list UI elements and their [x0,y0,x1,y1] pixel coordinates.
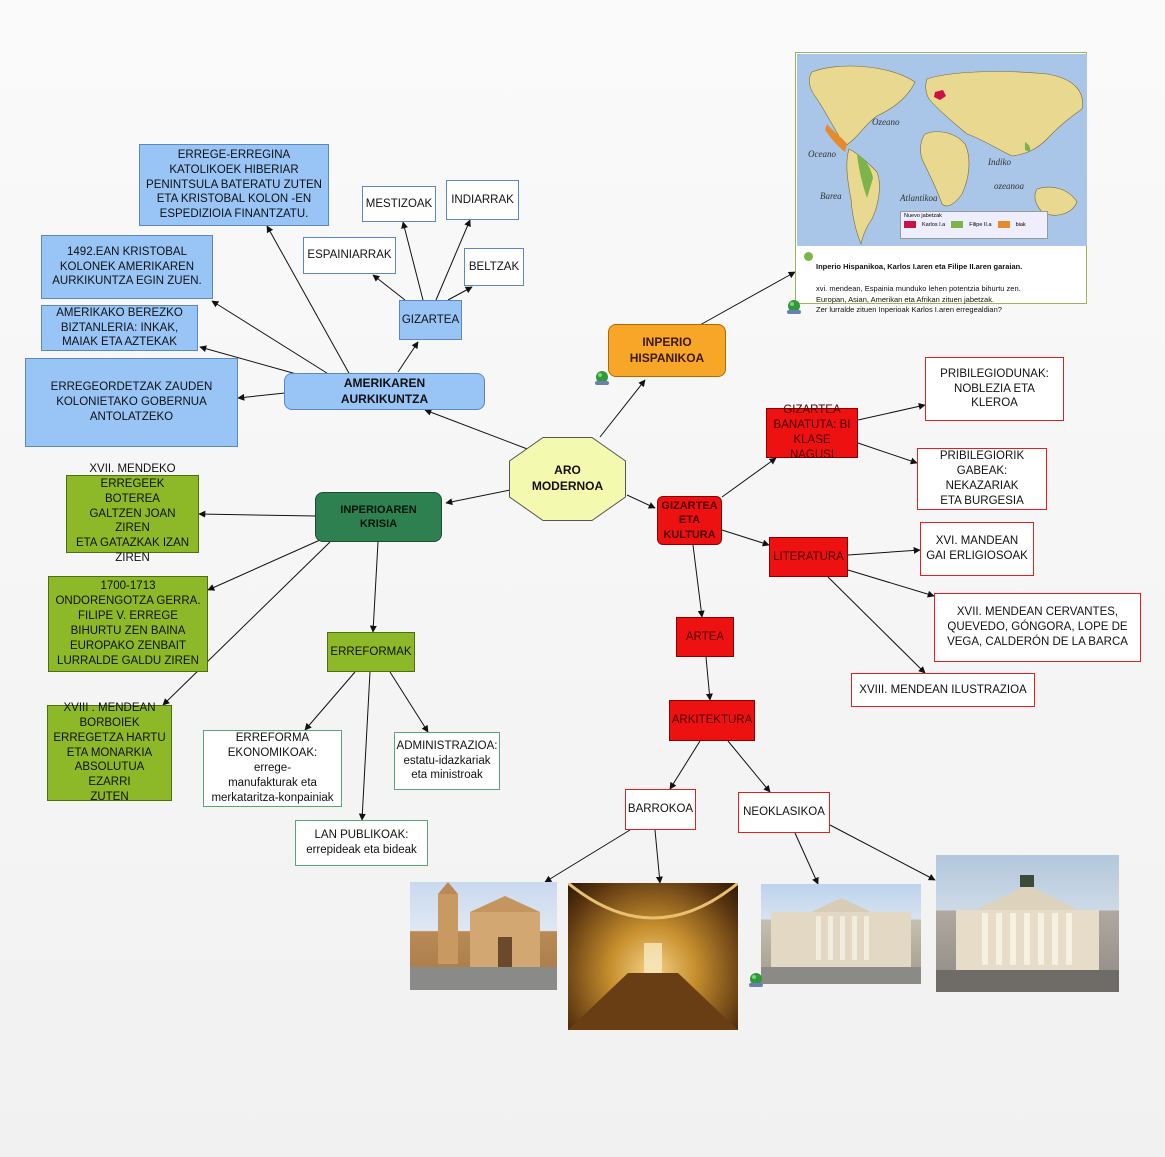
node-erregeordetzak[interactable]: ERREGEORDETZAK ZAUDEN KOLONIETAKO GOBERN… [25,358,238,447]
edge-erreformak-ekonomikoak [304,671,356,731]
edge-arkitektura-barrokoa [669,740,701,790]
edge-amerika-kolon [211,300,331,376]
node-xvi-mandean[interactable]: XVI. MANDEAN GAI ERLIGIOSOAK [920,522,1034,576]
edge-gizartea-indiarrak [435,219,471,301]
edge-arkitektura-neoklasikoa [727,740,771,793]
photo-barroko-cathedral[interactable] [410,882,557,990]
edge-kultura-literatura [721,529,770,547]
node-barrokoa[interactable]: BARROKOA [625,789,696,830]
node-biztanleria[interactable]: AMERIKAKO BEREZKO BIZTANLERIA: INKAK, MA… [41,305,198,351]
node-erreformak[interactable]: ERREFORMAK [327,632,415,672]
node-erreforma-ekonomikoak[interactable]: ERREFORMA EKONOMIKOAK: errege- manufaktu… [203,730,342,807]
node-xviii-ilustrazioa[interactable]: XVIII. MENDEAN ILUSTRAZIOA [851,673,1035,707]
center-node-aro-modernoa[interactable]: ARO MODERNOA [509,437,626,521]
edge-center-krisia [445,489,511,506]
edge-kultura-banatuta [721,457,777,498]
node-xvii-mendeko[interactable]: XVII. MENDEKO ERREGEEK BOTEREA GALTZEN J… [66,463,199,564]
edge-center-kultura [626,494,656,509]
edge-gizartea-mestizoak [401,221,424,301]
node-inperio-hispanikoa[interactable]: INPERIO HISPANIKOA [608,324,726,377]
map-legend-title: Nuevo jabetzak [904,213,942,219]
node-borboiak[interactable]: XVIII . MENDEAN BORBOIEK ERREGETZA HARTU… [47,702,172,803]
edge-neoklasikoa-photo4 [829,824,936,881]
cathedral-icon [410,882,557,990]
photo-barroko-interior[interactable] [568,883,738,1030]
edge-erreformak-administrazioa [389,671,429,733]
node-gizartea-amerika[interactable]: GIZARTEA [399,300,462,340]
node-neoklasikoa[interactable]: NEOKLASIKOA [738,792,830,833]
legend-item-1: Karlos I.a [922,221,946,228]
edge-banatuta-pribilegiodunak [857,402,926,421]
node-arkitektura[interactable]: ARKITEKTURA [669,700,755,741]
node-literatura[interactable]: LITERATURA [769,537,848,577]
edge-kultura-artea [692,544,705,618]
node-beltzak[interactable]: BELTZAK [464,248,524,286]
node-artea[interactable]: ARTEA [676,617,734,657]
legend-item-2: Filipe II.a [969,221,992,228]
edge-banatuta-pribilegiorik [857,442,918,465]
photo-neoklasiko-building[interactable] [761,884,921,984]
edge-gizartea-espainiarrak [372,274,406,301]
node-espainiarrak[interactable]: ESPAINIARRAK [303,237,396,274]
edge-neoklasikoa-photo3 [794,832,819,885]
edge-krisia-erreformak [369,541,379,633]
edge-gizartea-beltzak [447,286,473,301]
node-pribilegiodunak[interactable]: PRIBILEGIODUNAK: NOBLEZIA ETA KLEROA [925,357,1064,421]
edge-erreformak-publikoak [358,671,371,821]
edge-literatura-xviii [827,576,926,674]
node-administrazioa[interactable]: ADMINISTRAZIOA: estatu-idazkariak eta mi… [394,732,500,790]
edge-amerika-erregeak [266,225,351,376]
photo-neoklasiko-theatre[interactable] [936,855,1119,992]
map-legend: Nuevo jabetzak Karlos I.a Filipe II.a bi… [900,211,1048,239]
node-mestizoak[interactable]: MESTIZOAK [362,186,436,222]
node-ondorengotza-gerra[interactable]: 1700-1713 ONDORENGOTZA GERRA. FILIPE V. … [48,576,208,672]
node-inperioaren-krisia[interactable]: INPERIOAREN KRISIA [315,492,442,542]
map-label-ozeano-n: Ozeano [872,117,900,127]
map-caption: Inperio Hispanikoa, Karlos I.aren eta Fi… [816,251,1082,327]
edge-amerika-gizartea [397,341,419,373]
edge-amerika-erregeordetzak [237,392,286,401]
edge-krisia-ondorengotza [207,539,321,591]
map-label-ozeanoa-e: ozeanoa [994,181,1024,191]
edge-barrokoa-photo1 [544,829,631,883]
edge-inperio-map [699,271,796,326]
node-gizartea-eta-kultura[interactable]: GIZARTEA ETA KULTURA [657,496,722,545]
edge-amerika-biztanleria [199,345,301,376]
node-pribilegiorik-gabeak[interactable]: PRIBILEGIORIK GABEAK: NEKAZARIAK ETA BUR… [917,448,1047,510]
node-indiarrak[interactable]: INDIARRAK [446,180,519,220]
node-gizartea-banatuta[interactable]: GIZARTEA BANATUTA: BI KLASE NAGUSI [766,404,858,461]
inperio-map-figure[interactable]: Ozeano Oceano Barea Atlantikoa Indiko oz… [795,52,1087,314]
node-lan-publikoak[interactable]: LAN PUBLIKOAK: errepideak eta bideak [295,820,428,866]
map-caption-body: xvi. mendean, Espainia munduko lehen pot… [816,283,1021,315]
node-amerikaren-aurkikuntza[interactable]: AMERIKAREN AURKIKUNTZA [284,373,485,410]
edge-krisia-xvii [198,510,316,518]
node-xvii-mendean-cervantes[interactable]: XVII. MENDEAN CERVANTES, QUEVEDO, GÓNGOR… [934,593,1141,662]
edge-krisia-borboiak [162,541,331,706]
edge-literatura-xvii [847,569,935,598]
legend-item-3: biak [1015,221,1026,228]
edge-literatura-xvi [847,546,921,556]
map-label-atlantikoa: Atlantikoa [900,193,938,203]
map-label-barea: Barea [820,191,842,201]
node-kristobal-kolon[interactable]: 1492.EAN KRISTOBAL KOLONEK AMERIKAREN AU… [41,235,213,299]
map-caption-icon [804,252,813,261]
edge-center-inperio [599,379,646,438]
edge-center-amerika [424,408,531,451]
map-caption-title: Inperio Hispanikoa, Karlos I.aren eta Fi… [816,261,1023,271]
link-globe-icon-map[interactable] [786,299,802,315]
link-globe-icon-neoklasiko[interactable] [748,972,764,988]
link-globe-icon-inperio[interactable] [594,370,610,386]
map-label-oceano-w: Oceano [808,149,836,159]
map-label-indiko: Indiko [988,157,1011,167]
edge-artea-arkitektura [705,656,713,701]
node-errege-erregina[interactable]: ERREGE-ERREGINA KATOLIKOEK HIBERIAR PENI… [139,144,329,226]
theatre-building-icon [936,875,1119,992]
neoclassical-building-icon [761,898,921,984]
edge-barrokoa-photo2 [654,829,663,884]
church-interior-icon [568,883,738,1030]
